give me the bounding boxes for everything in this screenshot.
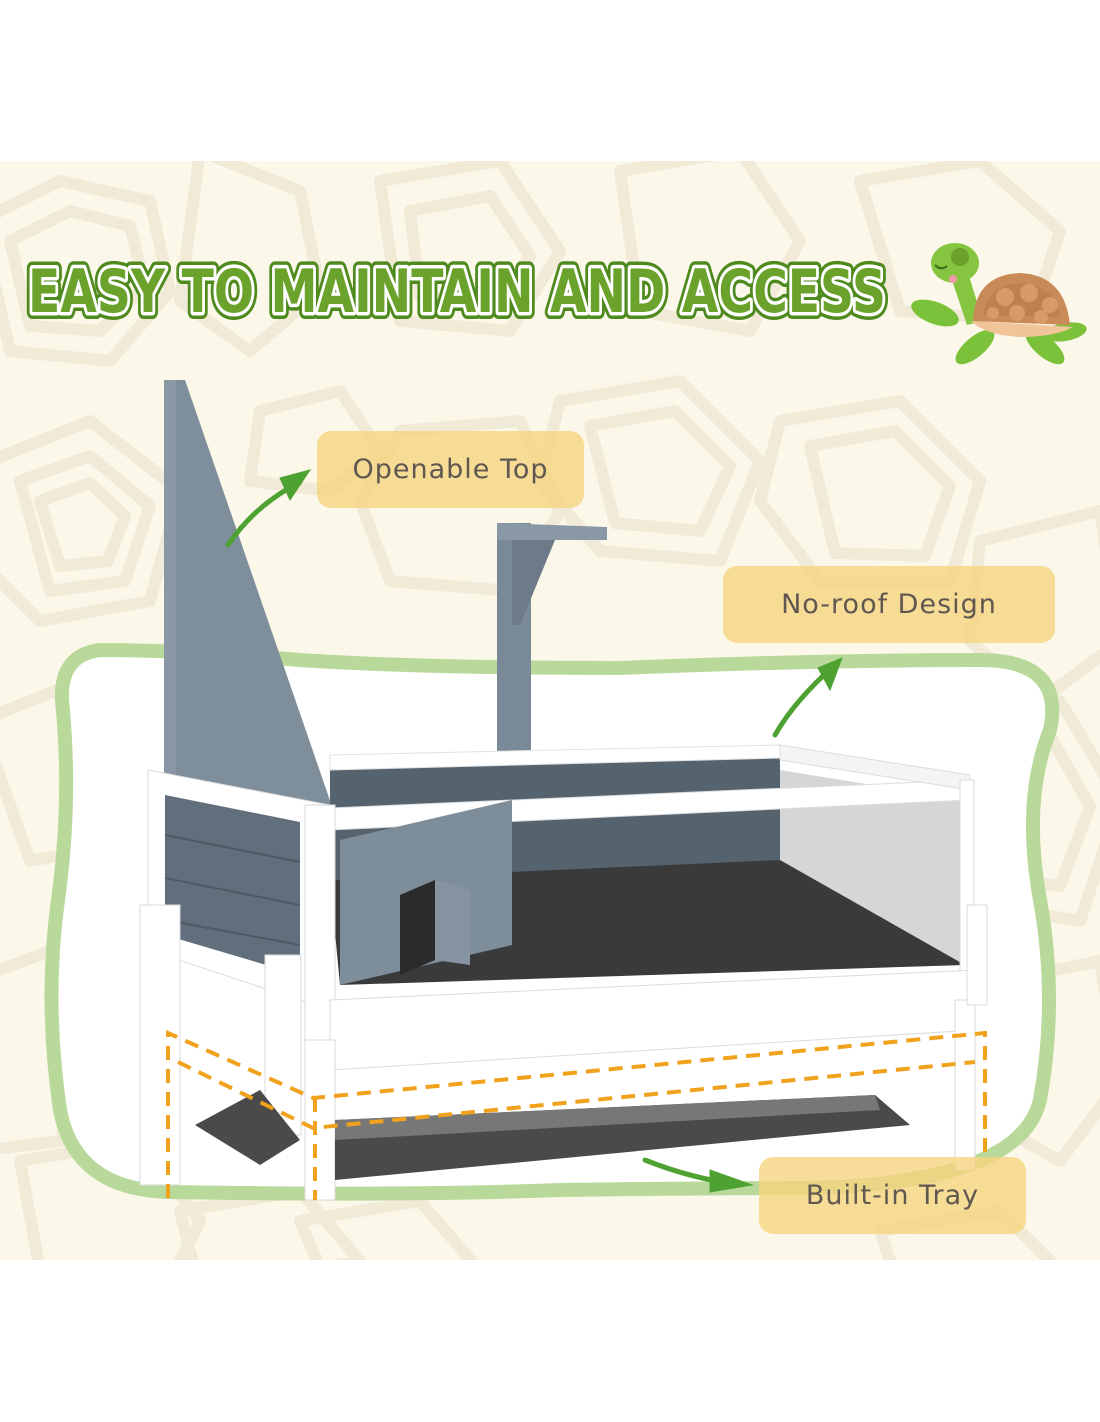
headline-text: EASY TO MAINTAIN AND ACCESS <box>28 257 886 327</box>
callout-built-in-tray: Built-in Tray <box>759 1157 1026 1234</box>
callout-openable-top: Openable Top <box>317 431 584 508</box>
headline-outline: EASY TO MAINTAIN AND ACCESS <box>28 257 886 327</box>
callout-no-roof: No-roof Design <box>723 566 1055 643</box>
callout-openable-top-text: Openable Top <box>352 454 549 485</box>
headline-inner-outline: EASY TO MAINTAIN AND ACCESS <box>28 257 886 327</box>
headline: EASY TO MAINTAIN AND ACCESS EASY TO MAIN… <box>24 250 893 330</box>
turtle-icon <box>911 243 1087 365</box>
callout-built-in-tray-text: Built-in Tray <box>805 1180 980 1211</box>
callout-no-roof-text: No-roof Design <box>781 589 997 620</box>
